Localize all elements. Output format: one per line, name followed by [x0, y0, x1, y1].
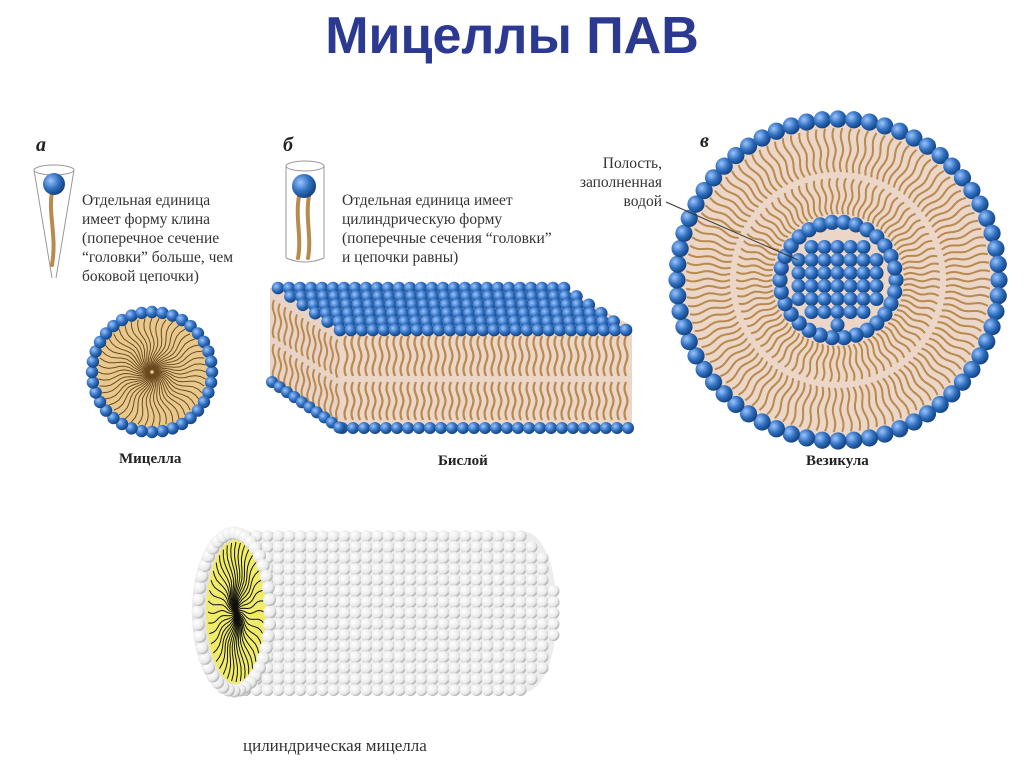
bilayer-illustration — [266, 281, 634, 434]
vesicle-illustration — [665, 110, 1008, 450]
cavity-label: Полость, заполненная водой — [579, 155, 662, 210]
bilayer-caption: Бислой — [438, 453, 488, 469]
panel-letter-a: а — [36, 134, 46, 156]
panel-b-description: Отдельная единица имеет цилиндрическую ф… — [342, 192, 552, 266]
micelle-caption: Мицелла — [119, 451, 182, 467]
panel-letter-v: в — [700, 130, 709, 152]
cylindrical-micelle-illustration — [191, 526, 560, 698]
cylindrical-micelle-caption: цилиндрическая мицелла — [243, 736, 427, 755]
panel-a-description: Отдельная единица имеет форму клина (поп… — [82, 192, 234, 285]
vesicle-caption: Везикула — [806, 453, 869, 469]
cylinder-unit-icon — [285, 160, 325, 263]
panel-letter-b: б — [283, 134, 293, 156]
wedge-unit-icon — [33, 164, 75, 279]
micelle-illustration — [85, 305, 219, 439]
page-title: Мицеллы ПАВ — [325, 7, 699, 65]
